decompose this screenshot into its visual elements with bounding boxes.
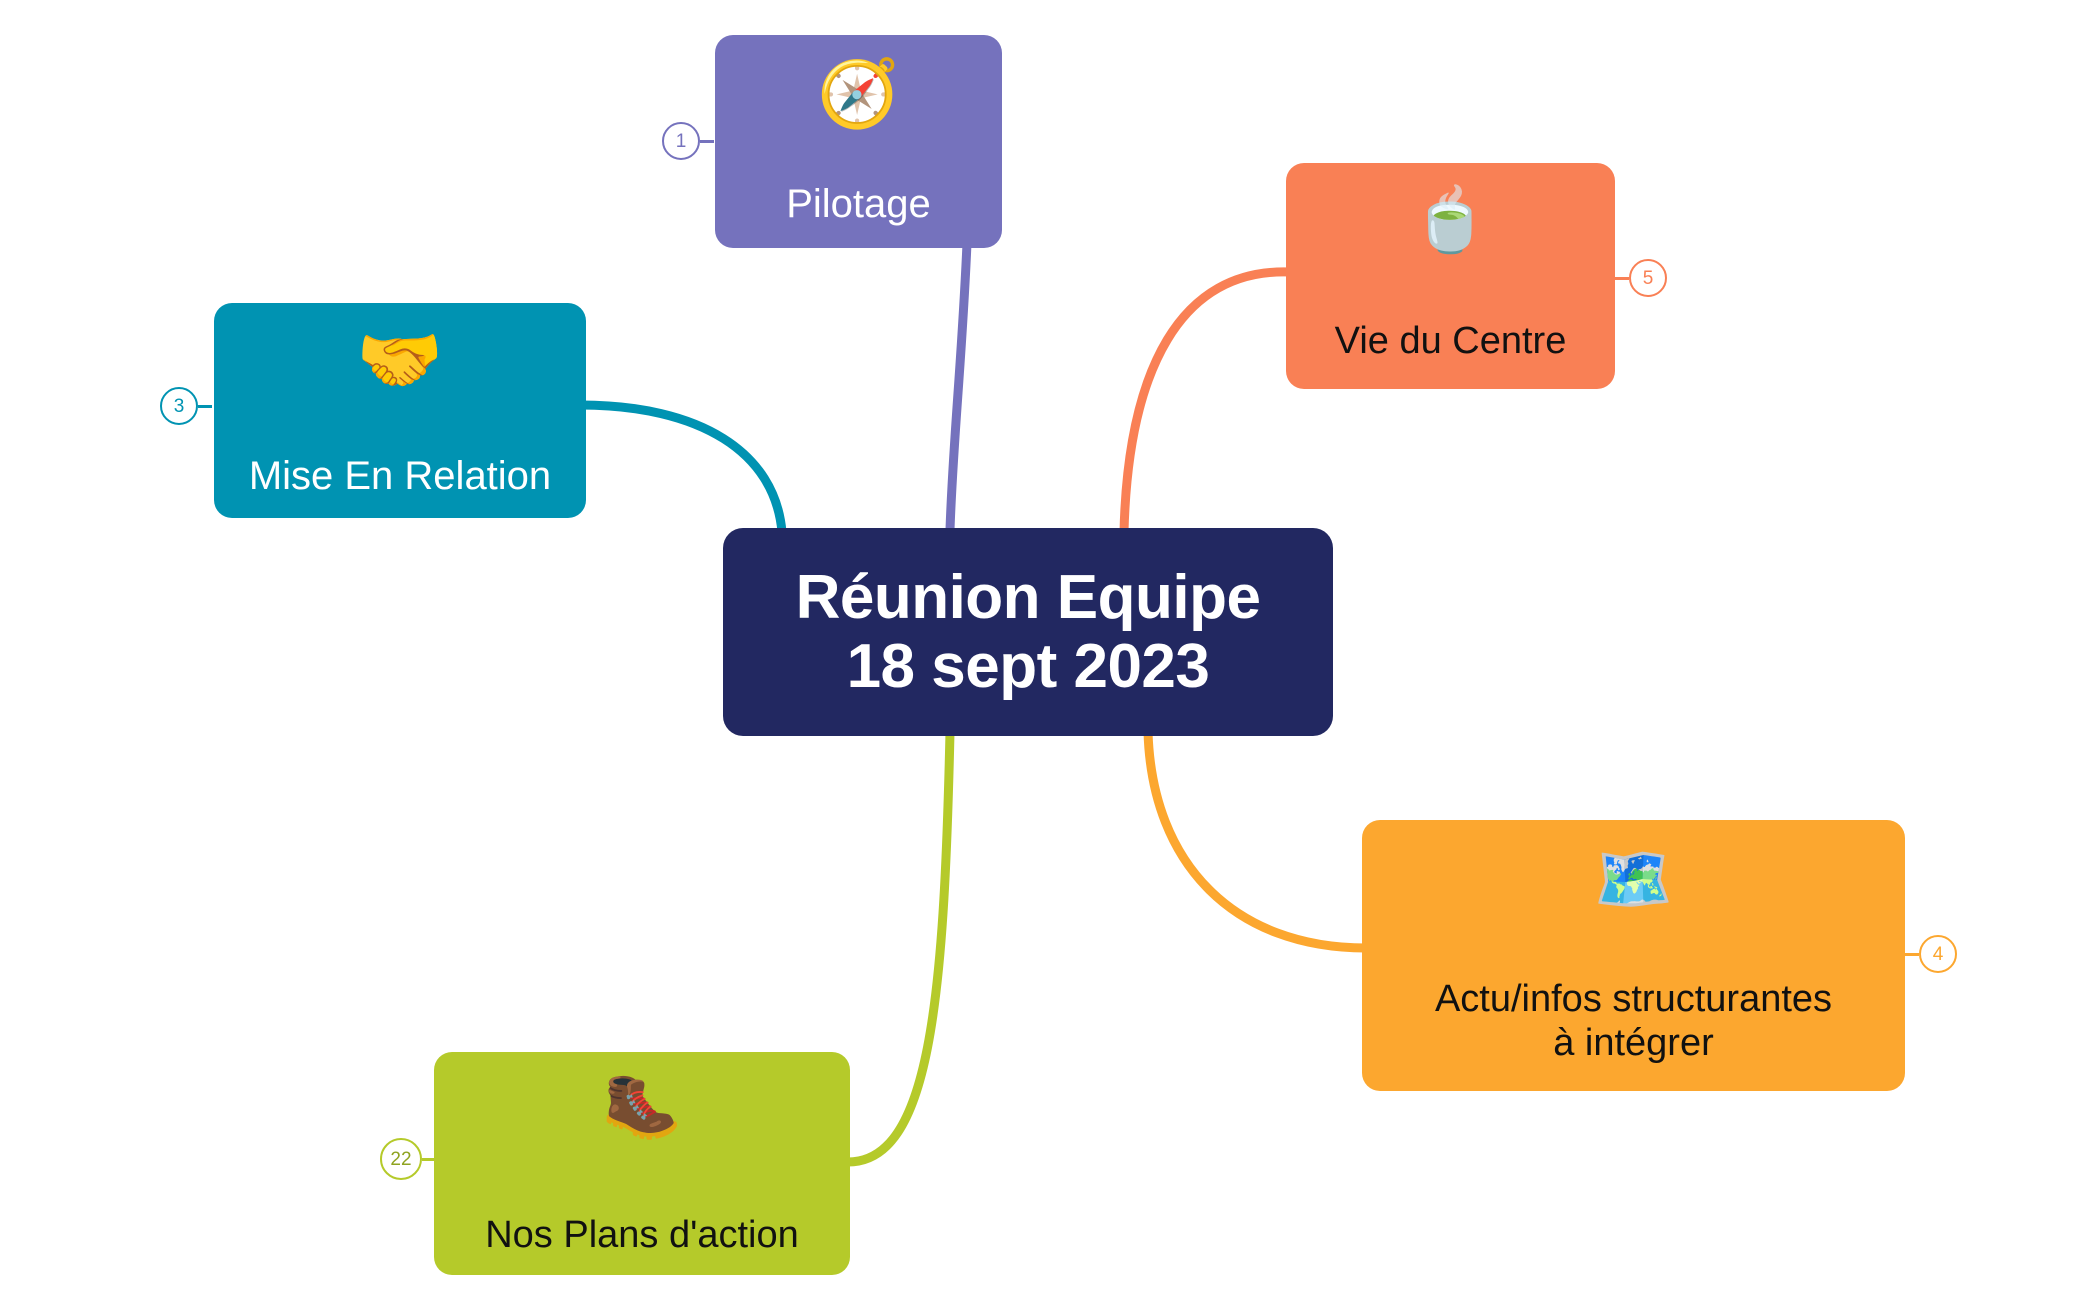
badge-nos-plans-daction[interactable]: 22 [380, 1138, 436, 1180]
teacup-icon: 🍵 [1411, 183, 1490, 256]
connector-actu-infos [1143, 727, 1371, 953]
branch-label-pilotage: Pilotage [786, 182, 931, 227]
branch-label-actu-infos: Actu/infos structurantes à intégrer [1434, 978, 1833, 1064]
badge-stub-nos-plans-daction [422, 1157, 436, 1161]
badge-actu-infos[interactable]: 4 [1905, 935, 1957, 973]
badge-pilotage[interactable]: 1 [662, 122, 714, 160]
branch-node-actu-infos[interactable]: 🗺️ Actu/infos structurantes à intégrer [1362, 820, 1905, 1091]
handshake-icon: 🤝 [356, 319, 444, 401]
badge-stub-vie-du-centre [1615, 276, 1629, 280]
badge-count-nos-plans-daction: 22 [380, 1138, 422, 1180]
connector-nos-plans [843, 727, 955, 1167]
central-node-title: Réunion Equipe 18 sept 2023 [795, 562, 1261, 701]
compass-icon: 🧭 [817, 55, 900, 132]
connector-mise-en-relation [575, 400, 787, 537]
folded-map-icon: 🗺️ [1593, 843, 1674, 917]
branch-node-vie-du-centre[interactable]: 🍵 Vie du Centre [1286, 163, 1615, 389]
badge-count-pilotage: 1 [662, 122, 700, 160]
branch-node-nos-plans-daction[interactable]: 🥾 Nos Plans d'action [434, 1052, 850, 1275]
badge-stub-actu-infos [1905, 952, 1919, 956]
badge-stub-pilotage [700, 139, 714, 143]
badge-count-mise-en-relation: 3 [160, 387, 198, 425]
connector-pilotage [945, 238, 972, 535]
branch-node-mise-en-relation[interactable]: 🤝 Mise En Relation [214, 303, 586, 518]
central-node[interactable]: Réunion Equipe 18 sept 2023 [723, 528, 1333, 736]
badge-count-vie-du-centre: 5 [1629, 259, 1667, 297]
badge-vie-du-centre[interactable]: 5 [1615, 259, 1667, 297]
branch-label-vie-du-centre: Vie du Centre [1334, 319, 1567, 362]
badge-stub-mise-en-relation [198, 404, 212, 408]
hiker-icon: 🥾 [602, 1069, 682, 1143]
badge-count-actu-infos: 4 [1919, 935, 1957, 973]
branch-label-mise-en-relation: Mise En Relation [248, 454, 552, 499]
branch-label-nos-plans-daction: Nos Plans d'action [485, 1213, 799, 1256]
branch-node-pilotage[interactable]: 🧭 Pilotage [715, 35, 1002, 248]
connector-vie-du-centre [1119, 267, 1295, 537]
badge-mise-en-relation[interactable]: 3 [160, 387, 212, 425]
